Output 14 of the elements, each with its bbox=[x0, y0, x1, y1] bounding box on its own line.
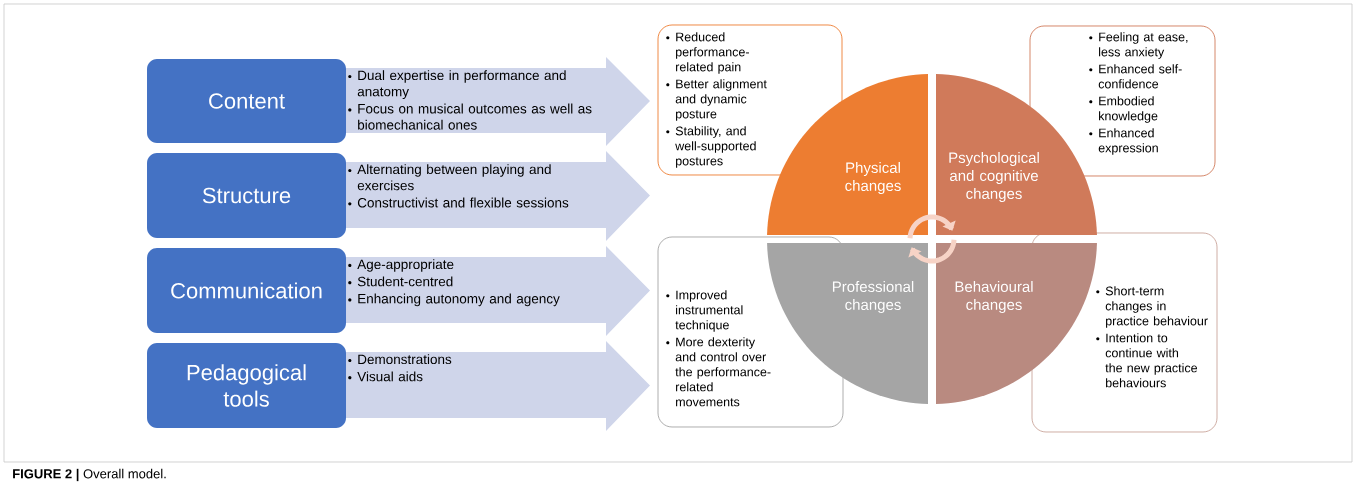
cycle-arrow bbox=[907, 214, 956, 239]
arrow-band: Dual expertise in performance and anatomy Focus on musical outcomes as well as biomechanical ones bbox=[330, 57, 650, 146]
quadrant: Psychological and cognitive changes bbox=[936, 74, 1097, 235]
caption: FIGURE 2 | Overall model. bbox=[13, 468, 166, 482]
arrow-band: Alternating between playing and exercises Constructivist and flexible sessions bbox=[330, 151, 650, 241]
cycle-arrow bbox=[908, 239, 957, 264]
category-box: Structure bbox=[147, 153, 346, 238]
category-box: Communication bbox=[147, 248, 346, 333]
category-box: Content bbox=[147, 59, 346, 143]
quadrant: Physical changes bbox=[767, 74, 928, 235]
arrow-band: Demonstrations Visual aids bbox=[330, 341, 650, 431]
quadrant: Behavioural changes bbox=[936, 243, 1097, 404]
arrow-band: Age-appropriate Student-centred Enhancing autonomy and agency bbox=[330, 246, 650, 336]
category-box: Pedagogical tools bbox=[147, 343, 346, 428]
